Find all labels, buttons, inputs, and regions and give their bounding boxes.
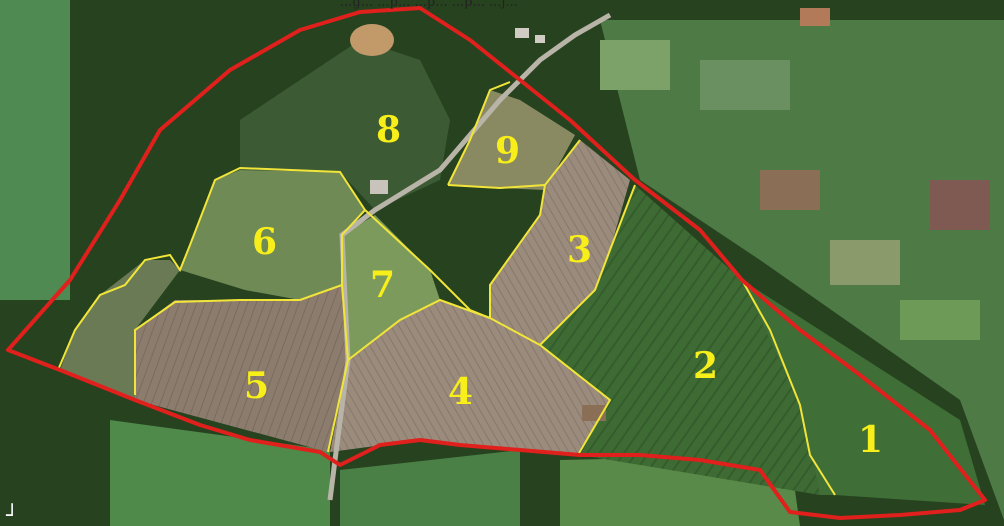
plot-label-5: 5	[244, 365, 269, 407]
plot-9-field	[448, 90, 575, 190]
division-line-4	[347, 298, 491, 361]
field-patch-right-4	[700, 60, 790, 110]
plot-label-9: 9	[495, 130, 520, 172]
crop-field-bottom-center	[340, 450, 520, 526]
plot-label-3: 3	[567, 229, 592, 271]
fields-right	[600, 20, 1004, 520]
building-3	[515, 28, 529, 38]
crop-field-bottom-left	[110, 420, 330, 526]
plot-label-8: 8	[376, 109, 401, 151]
plot-5-field	[135, 285, 348, 452]
plot-labels: 1 2 3 4 5 6 7 8 9	[244, 109, 883, 461]
division-line-8	[447, 81, 511, 186]
building-4	[535, 35, 545, 43]
division-line-9	[741, 279, 836, 496]
property-boundary	[6, 6, 987, 520]
field-patch-right-5	[830, 240, 900, 285]
dirt-road	[327, 12, 612, 501]
plot-3-field	[490, 140, 630, 345]
plot-1-field	[742, 280, 985, 505]
division-line-5	[489, 139, 581, 318]
plot-label-7: 7	[370, 264, 395, 306]
division-line-6	[539, 184, 636, 346]
plot-2-field	[540, 185, 820, 495]
plot-divisions	[57, 81, 836, 496]
plot-4-field	[330, 300, 610, 455]
plot-label-2: 2	[693, 345, 718, 387]
plot-8-area	[240, 40, 450, 210]
division-line-1	[57, 166, 367, 453]
division-line-7	[447, 184, 546, 190]
plot-6-field	[180, 170, 365, 300]
field-patch-right-3	[900, 300, 980, 340]
corner-mark: ┘	[5, 503, 18, 526]
field-patch-right-2	[930, 180, 990, 230]
plot-label-1: 1	[858, 419, 883, 461]
pond	[350, 24, 394, 56]
west-strip-field	[60, 260, 180, 400]
plot-7-field	[342, 215, 440, 360]
building-5	[800, 8, 830, 26]
plot-label-6: 6	[252, 221, 277, 263]
building-1	[370, 180, 388, 194]
field-patch-right-6	[600, 40, 670, 90]
division-line-2	[134, 284, 343, 395]
plot-label-4: 4	[448, 371, 473, 413]
field-patch-right-1	[760, 170, 820, 210]
caption-fragment: ...g... ...p... ...p... ...p... ...j...	[340, 0, 518, 10]
crop-field-top-left	[0, 0, 70, 300]
